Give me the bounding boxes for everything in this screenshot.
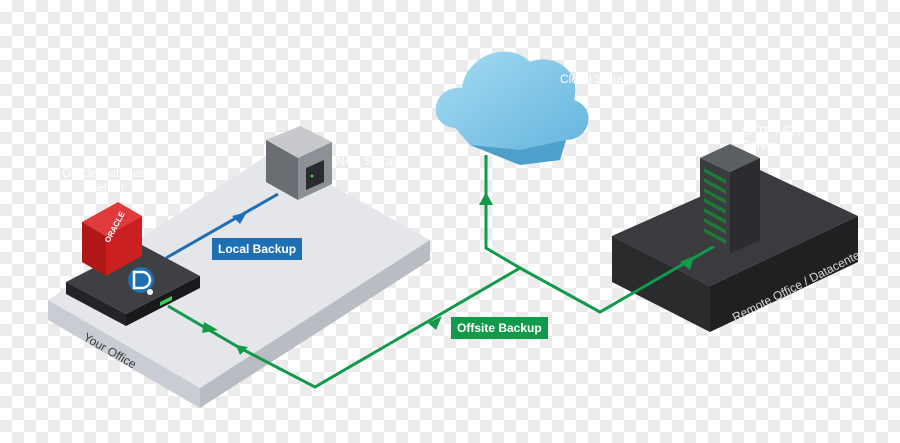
sftp-ftp-label: SFTP / FTP Server <box>742 124 805 152</box>
sftp-ftp-label-line1: SFTP / FTP <box>742 124 806 138</box>
offsite-backup-path <box>167 155 719 389</box>
local-backup-path <box>165 192 279 260</box>
nas-storage-label: NAS Storage <box>336 154 407 168</box>
offsite-arrow-4 <box>680 256 694 270</box>
cloud-icon <box>435 51 589 165</box>
offsite-backup-label: Offsite Backup <box>451 317 548 339</box>
oracle-server <box>82 202 142 276</box>
oracle-server-label-line2: Server <box>89 180 125 194</box>
offsite-arrow-5 <box>236 345 248 355</box>
oracle-server-label: Oracle Database Server <box>62 166 152 194</box>
office-platform <box>48 152 430 408</box>
offsite-arrow-1 <box>202 322 218 333</box>
offsite-arrow-2 <box>428 316 442 330</box>
oracle-server-label-line1: Oracle Database <box>62 166 153 180</box>
backup-agent-logo-icon <box>128 267 154 295</box>
rack-drive-lights <box>704 168 726 244</box>
offsite-arrow-3 <box>479 192 493 205</box>
cloud-storage-label: Cloud Storage <box>560 72 637 86</box>
sftp-ftp-label-line2: Server <box>742 138 778 152</box>
nas-storage-device <box>266 126 332 200</box>
sftp-server-rack <box>700 144 760 254</box>
local-arrow <box>232 212 247 224</box>
local-backup-label: Local Backup <box>212 238 303 260</box>
